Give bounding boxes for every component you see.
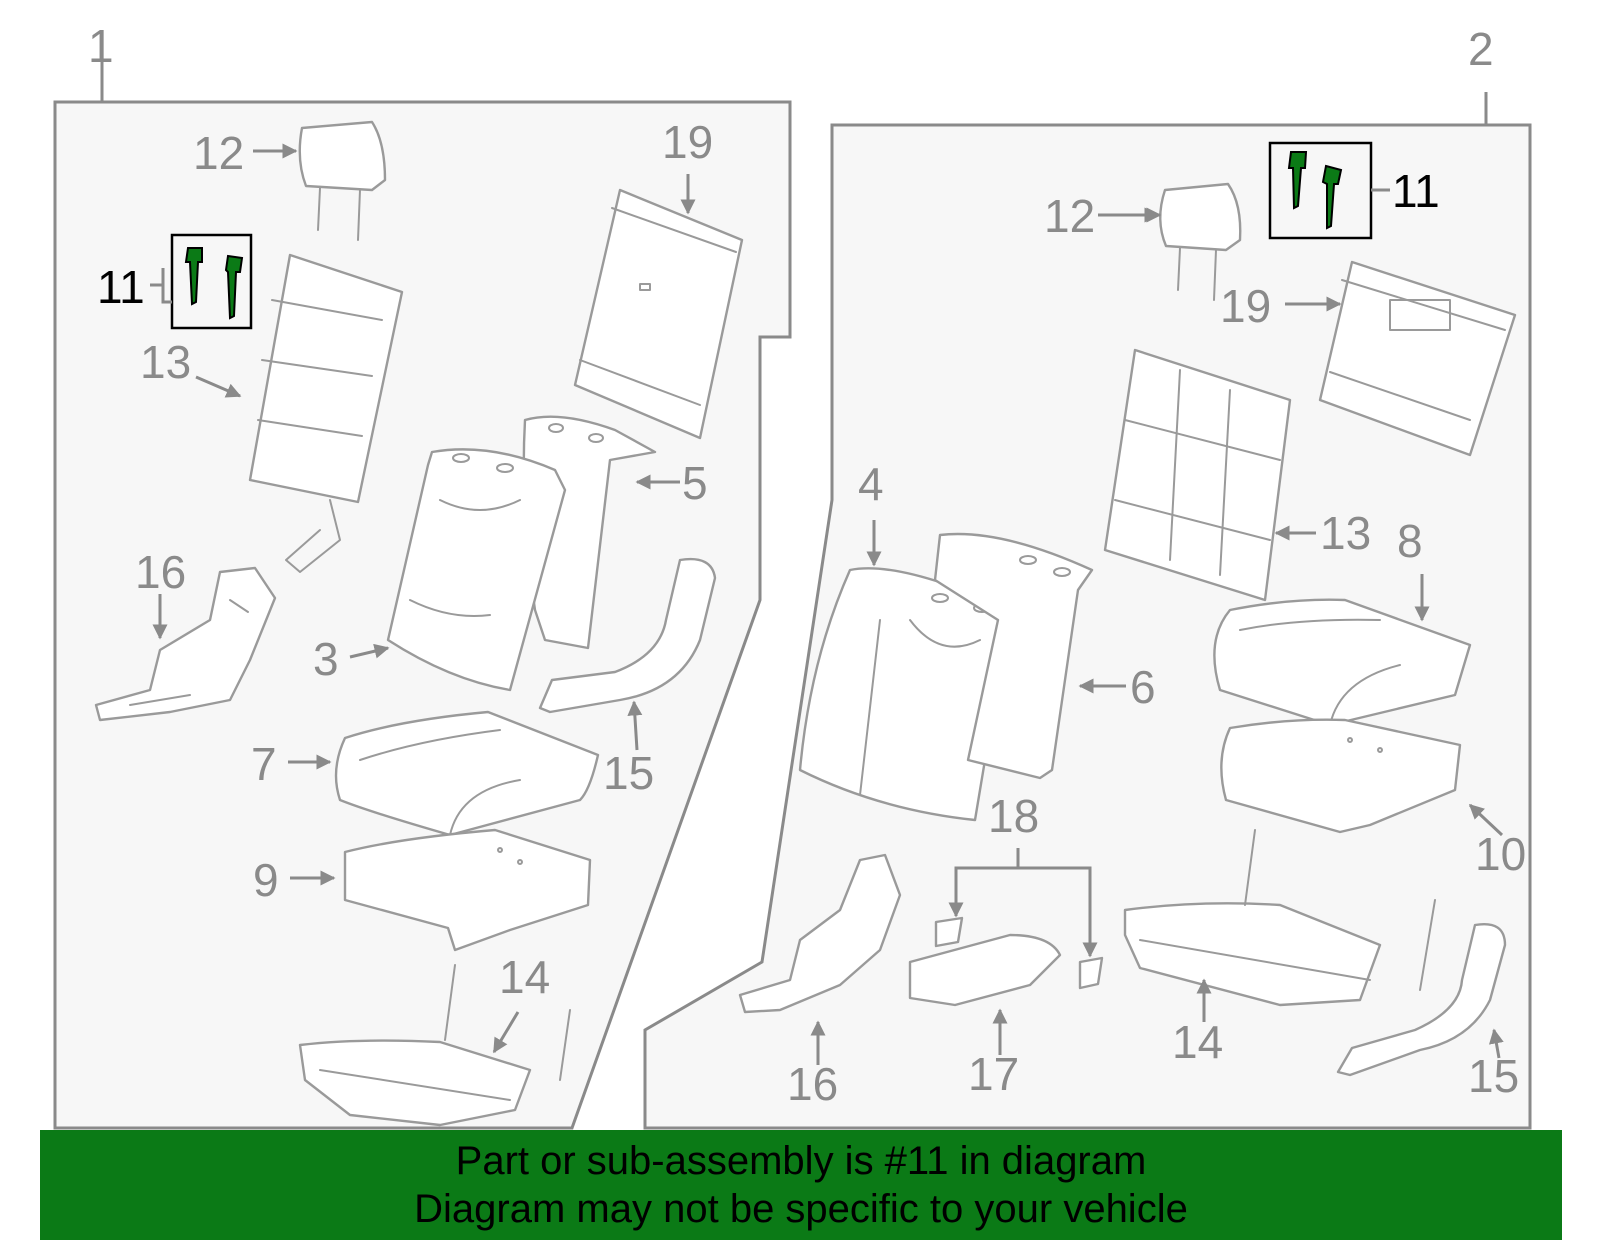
left-headrest-part bbox=[298, 120, 387, 241]
right-bolt-part-1 bbox=[1287, 151, 1308, 210]
callout-label-highlighted: 11 bbox=[1392, 165, 1440, 217]
footer-line-disclaimer: Diagram may not be specific to your vehi… bbox=[414, 1187, 1188, 1231]
callout-label: 14 bbox=[499, 951, 550, 1003]
callout-label-highlighted: 11 bbox=[97, 261, 145, 313]
callout-label: 16 bbox=[135, 546, 186, 598]
right-back-panel-part bbox=[1318, 260, 1517, 457]
right-back-cover-part bbox=[933, 532, 1094, 780]
callout-leaders bbox=[150, 143, 1504, 1065]
right-seat-cushion-cover-part bbox=[1213, 598, 1472, 727]
callout-label: 3 bbox=[313, 633, 339, 685]
right-armrest-part bbox=[908, 933, 1062, 1007]
assembly-number-left: 1 bbox=[88, 20, 114, 72]
right-seatback-cushion-part bbox=[798, 567, 1012, 822]
footer-line-part-number: Part or sub-assembly is #11 in diagram bbox=[455, 1139, 1147, 1183]
right-seatback-frame-part bbox=[1103, 348, 1292, 602]
callout-label: 19 bbox=[662, 116, 713, 168]
left-seat-pad-part bbox=[343, 828, 592, 952]
callout-label: 15 bbox=[603, 747, 654, 799]
left-seatback-cushion-part bbox=[386, 448, 567, 692]
footer-banner: Part or sub-assembly is #11 in diagram D… bbox=[40, 1130, 1562, 1240]
right-seat-pad-part bbox=[1220, 718, 1462, 834]
callout-label: 12 bbox=[193, 127, 244, 179]
left-seatback-frame-part bbox=[248, 253, 404, 573]
left-bolt-part-2 bbox=[224, 254, 244, 320]
callout-label: 5 bbox=[682, 457, 708, 509]
callout-label: 13 bbox=[140, 336, 191, 388]
callout-label: 7 bbox=[251, 738, 277, 790]
callout-label: 9 bbox=[253, 854, 279, 906]
callout-label: 12 bbox=[1044, 190, 1095, 242]
callout-label: 19 bbox=[1220, 280, 1271, 332]
callout-label: 18 bbox=[988, 790, 1039, 842]
callout-label: 14 bbox=[1172, 1016, 1223, 1068]
callout-label: 6 bbox=[1130, 661, 1156, 713]
left-bolt-highlight-box bbox=[170, 233, 253, 330]
callout-label: 4 bbox=[858, 458, 884, 510]
callout-label: 15 bbox=[1468, 1050, 1519, 1102]
right-side-trim-part bbox=[738, 853, 902, 1014]
right-trim-piece-left bbox=[934, 916, 964, 948]
right-trim-piece-right bbox=[1078, 956, 1104, 990]
right-seat-frame-part bbox=[1123, 829, 1436, 1007]
right-side-cover-part bbox=[1336, 923, 1507, 1077]
callout-label: 10 bbox=[1475, 828, 1526, 880]
left-side-trim-part bbox=[94, 566, 277, 722]
callout-label: 13 bbox=[1320, 507, 1371, 559]
left-back-panel-part bbox=[573, 188, 744, 440]
left-seat-frame-part bbox=[298, 964, 571, 1127]
left-side-cover-part bbox=[538, 557, 717, 714]
left-seat-cushion-cover-part bbox=[334, 710, 600, 837]
assembly-number-right: 2 bbox=[1468, 23, 1494, 75]
callout-label: 17 bbox=[968, 1048, 1019, 1100]
callout-label: 8 bbox=[1397, 515, 1423, 567]
callout-label: 16 bbox=[787, 1058, 838, 1110]
right-bolt-part-2 bbox=[1321, 164, 1343, 230]
left-bolt-part-1 bbox=[184, 247, 203, 306]
